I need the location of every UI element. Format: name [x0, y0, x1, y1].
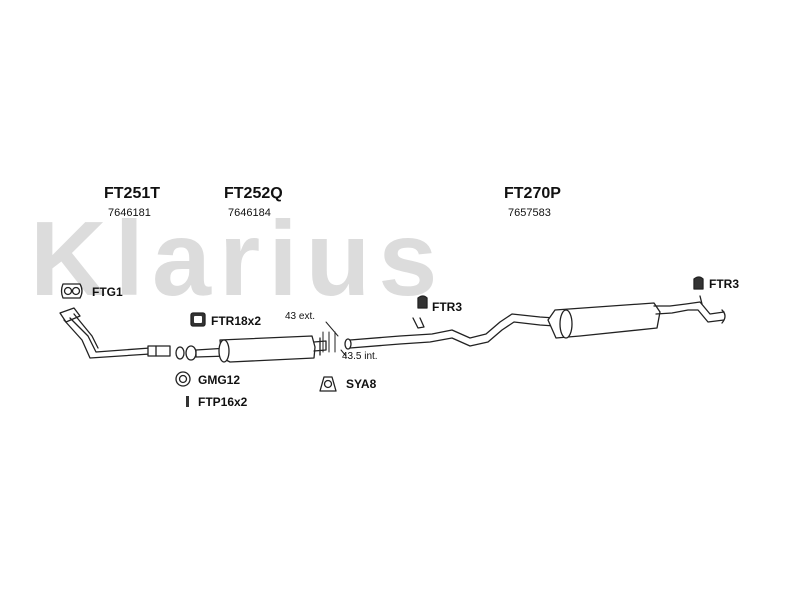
label-ftr3-right: FTR3: [709, 277, 739, 291]
hanger-icon-mid: [417, 295, 428, 309]
label-ftg1: FTG1: [92, 285, 123, 299]
label-ftp16x2: FTP16x2: [198, 395, 248, 409]
rear-silencer: [344, 295, 726, 350]
pin-icon: [186, 396, 189, 407]
brand-watermark: Klarius: [30, 200, 446, 318]
clamp-ring-icon: [175, 371, 191, 387]
part-code-middle-silencer: FT252Q: [224, 185, 283, 202]
bracket-icon: [319, 376, 337, 392]
middle-silencer: [175, 335, 327, 363]
front-pipe: [59, 307, 171, 359]
hanger-icon-right: [693, 276, 704, 290]
part-code-front-pipe: FT251T: [104, 185, 161, 202]
part-code-rear-silencer: FT270P: [504, 185, 561, 202]
part-number-rear-silencer: 7657583: [508, 207, 551, 219]
label-ftr18x2: FTR18x2: [211, 314, 262, 328]
part-number-front-pipe: 7646181: [108, 207, 151, 219]
dimension-external: 43 ext.: [285, 311, 316, 322]
label-ftr3-mid: FTR3: [432, 300, 462, 314]
dimension-internal: 43.5 int.: [342, 351, 378, 362]
label-sya8: SYA8: [346, 377, 377, 391]
rubber-mount-icon: [190, 312, 206, 327]
part-number-middle-silencer: 7646184: [228, 207, 271, 219]
gasket-icon: [60, 283, 83, 299]
label-gmg12: GMG12: [198, 373, 241, 387]
